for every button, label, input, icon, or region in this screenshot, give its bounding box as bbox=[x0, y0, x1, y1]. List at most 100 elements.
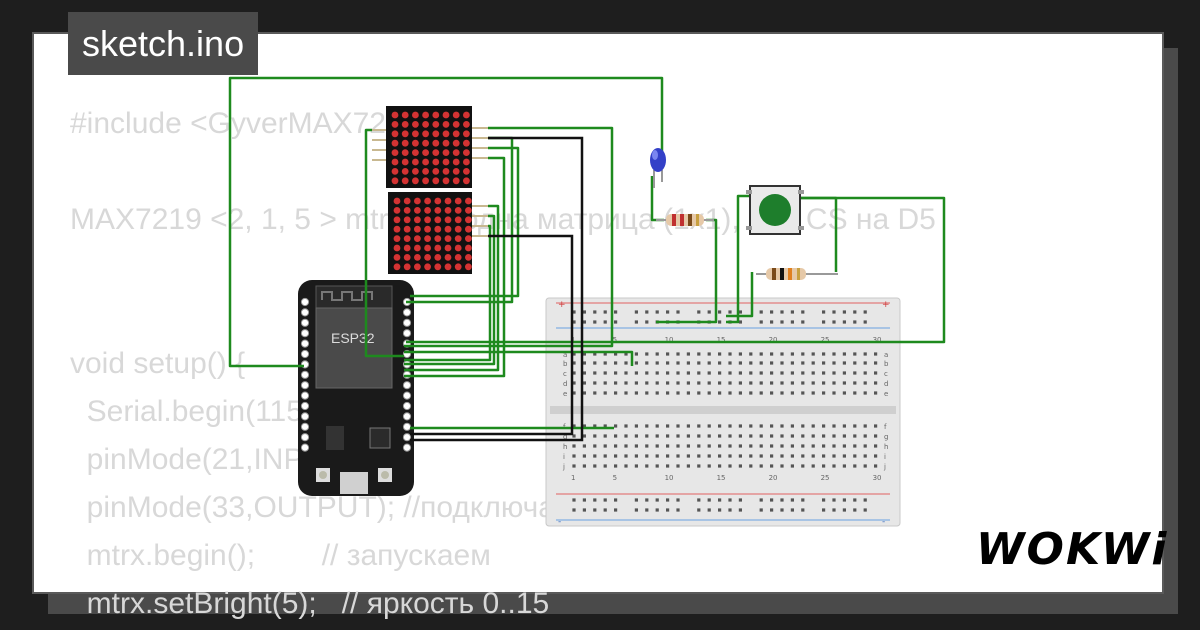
breadboard-hole[interactable] bbox=[634, 371, 638, 375]
breadboard-hole[interactable] bbox=[780, 391, 784, 395]
breadboard-hole[interactable] bbox=[572, 381, 576, 385]
esp32-pin[interactable] bbox=[300, 422, 310, 431]
breadboard-hole[interactable] bbox=[666, 381, 670, 385]
breadboard-hole[interactable] bbox=[582, 444, 586, 448]
breadboard-hole[interactable] bbox=[634, 381, 638, 385]
breadboard-hole[interactable] bbox=[728, 434, 732, 438]
breadboard-hole[interactable] bbox=[728, 508, 732, 512]
breadboard-hole[interactable] bbox=[832, 310, 836, 314]
breadboard-hole[interactable] bbox=[780, 371, 784, 375]
breadboard-hole[interactable] bbox=[801, 361, 805, 365]
breadboard-hole[interactable] bbox=[603, 424, 607, 428]
breadboard-hole[interactable] bbox=[676, 361, 680, 365]
breadboard-hole[interactable] bbox=[738, 361, 742, 365]
breadboard-hole[interactable] bbox=[770, 371, 774, 375]
breadboard-hole[interactable] bbox=[738, 352, 742, 356]
breadboard-hole[interactable] bbox=[759, 391, 763, 395]
breadboard-hole[interactable] bbox=[842, 391, 846, 395]
breadboard-hole[interactable] bbox=[634, 310, 638, 314]
esp32-pin[interactable] bbox=[402, 329, 412, 338]
breadboard-hole[interactable] bbox=[582, 498, 586, 502]
breadboard-hole[interactable] bbox=[624, 381, 628, 385]
breadboard-hole[interactable] bbox=[728, 371, 732, 375]
breadboard-hole[interactable] bbox=[759, 498, 763, 502]
breadboard-hole[interactable] bbox=[645, 361, 649, 365]
breadboard-hole[interactable] bbox=[853, 381, 857, 385]
breadboard-hole[interactable] bbox=[634, 391, 638, 395]
breadboard-hole[interactable] bbox=[822, 310, 826, 314]
breadboard-hole[interactable] bbox=[593, 464, 597, 468]
breadboard-hole[interactable] bbox=[780, 310, 784, 314]
breadboard-hole[interactable] bbox=[853, 391, 857, 395]
breadboard-hole[interactable] bbox=[749, 434, 753, 438]
breadboard-hole[interactable] bbox=[863, 371, 867, 375]
breadboard-hole[interactable] bbox=[842, 361, 846, 365]
breadboard-hole[interactable] bbox=[832, 371, 836, 375]
breadboard-hole[interactable] bbox=[697, 464, 701, 468]
breadboard-hole[interactable] bbox=[666, 508, 670, 512]
breadboard-hole[interactable] bbox=[707, 391, 711, 395]
breadboard-hole[interactable] bbox=[634, 320, 638, 324]
breadboard-hole[interactable] bbox=[666, 391, 670, 395]
breadboard-hole[interactable] bbox=[697, 424, 701, 428]
breadboard-hole[interactable] bbox=[832, 391, 836, 395]
breadboard-hole[interactable] bbox=[655, 424, 659, 428]
breadboard-hole[interactable] bbox=[707, 508, 711, 512]
esp32-pin[interactable] bbox=[300, 401, 310, 411]
breadboard-hole[interactable] bbox=[697, 391, 701, 395]
breadboard-hole[interactable] bbox=[811, 371, 815, 375]
breadboard-hole[interactable] bbox=[801, 381, 805, 385]
breadboard-hole[interactable] bbox=[759, 371, 763, 375]
breadboard-hole[interactable] bbox=[603, 391, 607, 395]
breadboard-hole[interactable] bbox=[874, 371, 878, 375]
breadboard-hole[interactable] bbox=[593, 371, 597, 375]
breadboard-hole[interactable] bbox=[582, 391, 586, 395]
breadboard-hole[interactable] bbox=[780, 352, 784, 356]
breadboard-hole[interactable] bbox=[666, 424, 670, 428]
breadboard-hole[interactable] bbox=[582, 434, 586, 438]
breadboard-hole[interactable] bbox=[614, 424, 618, 428]
breadboard-hole[interactable] bbox=[874, 434, 878, 438]
breadboard-hole[interactable] bbox=[593, 320, 597, 324]
breadboard-hole[interactable] bbox=[707, 371, 711, 375]
breadboard-hole[interactable] bbox=[749, 391, 753, 395]
breadboard-hole[interactable] bbox=[645, 444, 649, 448]
breadboard-hole[interactable] bbox=[801, 498, 805, 502]
breadboard-hole[interactable] bbox=[874, 464, 878, 468]
breadboard-hole[interactable] bbox=[822, 444, 826, 448]
breadboard-hole[interactable] bbox=[572, 361, 576, 365]
breadboard-hole[interactable] bbox=[614, 454, 618, 458]
breadboard-hole[interactable] bbox=[686, 352, 690, 356]
breadboard-hole[interactable] bbox=[790, 310, 794, 314]
breadboard-hole[interactable] bbox=[811, 352, 815, 356]
breadboard-hole[interactable] bbox=[655, 381, 659, 385]
breadboard-hole[interactable] bbox=[822, 464, 826, 468]
esp32-pin[interactable] bbox=[300, 329, 310, 338]
breadboard-hole[interactable] bbox=[780, 361, 784, 365]
breadboard-hole[interactable] bbox=[790, 444, 794, 448]
breadboard-hole[interactable] bbox=[790, 320, 794, 324]
breadboard-hole[interactable] bbox=[572, 444, 576, 448]
breadboard-hole[interactable] bbox=[593, 434, 597, 438]
esp32-pin[interactable] bbox=[402, 391, 412, 400]
breadboard-hole[interactable] bbox=[801, 320, 805, 324]
breadboard-hole[interactable] bbox=[822, 371, 826, 375]
breadboard-hole[interactable] bbox=[718, 424, 722, 428]
breadboard-hole[interactable] bbox=[645, 391, 649, 395]
breadboard-hole[interactable] bbox=[655, 434, 659, 438]
breadboard-hole[interactable] bbox=[780, 508, 784, 512]
esp32-pin[interactable] bbox=[300, 318, 310, 327]
esp32-pin[interactable] bbox=[300, 349, 310, 359]
breadboard-hole[interactable] bbox=[572, 434, 576, 438]
breadboard-hole[interactable] bbox=[728, 444, 732, 448]
breadboard-hole[interactable] bbox=[853, 498, 857, 502]
breadboard-hole[interactable] bbox=[666, 371, 670, 375]
breadboard-hole[interactable] bbox=[603, 310, 607, 314]
breadboard-hole[interactable] bbox=[697, 454, 701, 458]
breadboard-hole[interactable] bbox=[718, 464, 722, 468]
breadboard-hole[interactable] bbox=[655, 352, 659, 356]
breadboard-hole[interactable] bbox=[770, 391, 774, 395]
breadboard-hole[interactable] bbox=[863, 391, 867, 395]
breadboard-hole[interactable] bbox=[874, 424, 878, 428]
breadboard-hole[interactable] bbox=[801, 454, 805, 458]
